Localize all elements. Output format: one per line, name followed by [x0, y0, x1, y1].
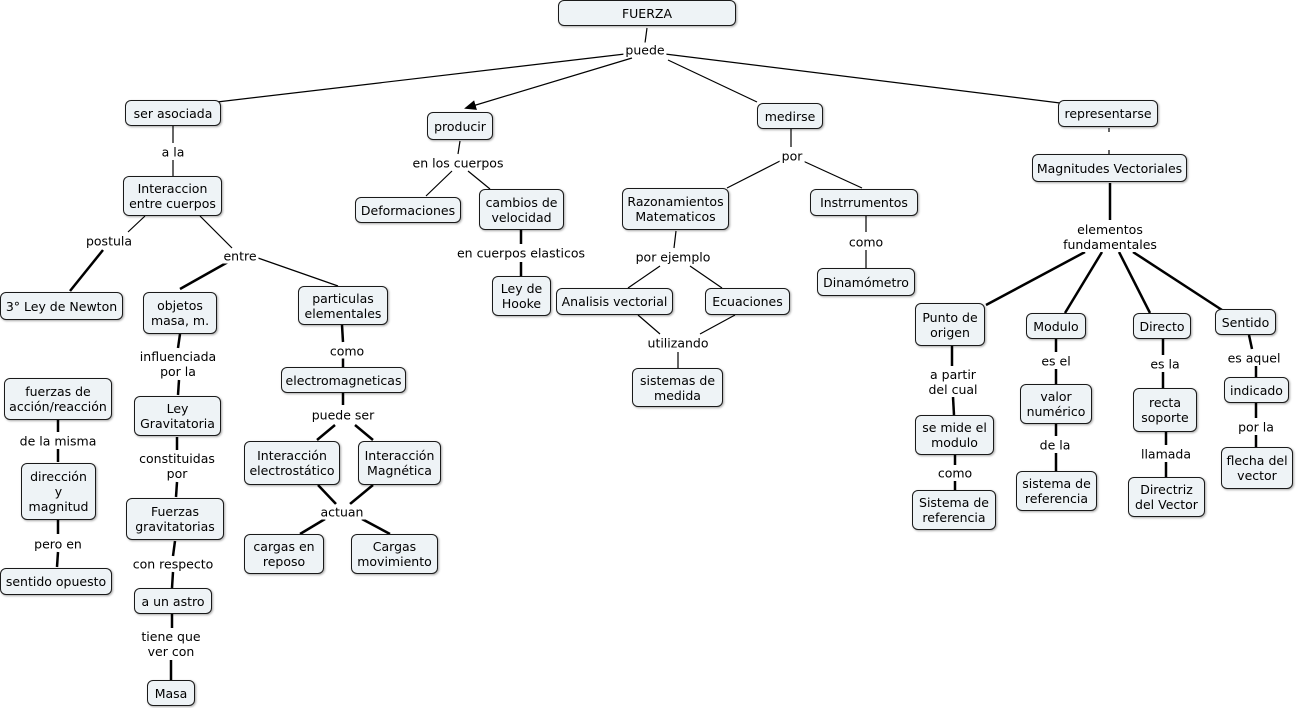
concept-fuerzas-accion-reaccion[interactable]: fuerzas de acción/reacción [4, 378, 112, 420]
link-tiene-que: tiene que ver con [139, 629, 203, 659]
concept-instrrumentos[interactable]: Instrrumentos [810, 189, 918, 216]
link-de-la: de la [1037, 437, 1073, 453]
concept-cargas-movimiento[interactable]: Cargas movimiento [351, 534, 438, 574]
concept-directo[interactable]: Directo [1133, 313, 1191, 339]
link-como-instrumentos: como [846, 234, 886, 250]
concept-deformaciones[interactable]: Deformaciones [355, 197, 461, 223]
concept-ley-gravitatoria[interactable]: Ley Gravitatoria [134, 396, 221, 436]
concept-medirse[interactable]: medirse [757, 103, 823, 129]
link-por: por [779, 148, 805, 164]
link-a-la: a la [159, 144, 187, 160]
concept-valor-numerico[interactable]: valor numérico [1020, 384, 1092, 424]
link-de-la-misma: de la misma [17, 433, 99, 449]
link-llamada: llamada [1138, 446, 1194, 462]
link-en-cuerpos-elasticos: en cuerpos elasticos [454, 245, 588, 261]
link-en-los-cuerpos: en los cuerpos [410, 155, 506, 171]
link-actuan: actuan [318, 504, 366, 520]
concept-representarse[interactable]: representarse [1058, 100, 1158, 127]
link-es-la: es la [1148, 356, 1182, 372]
link-con-respecto: con respecto [130, 556, 216, 572]
concept-tercera-ley-newton[interactable]: 3° Ley de Newton [0, 292, 123, 320]
concept-interaccion-magnetica[interactable]: Interacción Magnética [358, 441, 441, 485]
concept-recta-soporte[interactable]: recta soporte [1133, 388, 1197, 432]
link-a-partir: a partir del cual [926, 367, 980, 397]
concept-magnitudes-vectoriales[interactable]: Magnitudes Vectoriales [1032, 154, 1187, 182]
concept-sentido-opuesto[interactable]: sentido opuesto [0, 568, 112, 595]
concept-ley-hooke[interactable]: Ley de Hooke [492, 276, 551, 316]
concept-razonamientos-matematicos[interactable]: Razonamientos Matematicos [622, 188, 729, 230]
concept-ser-asociada[interactable]: ser asociada [125, 100, 221, 126]
link-como-referencia: como [935, 465, 975, 481]
link-elementos-fundamentales: elementos fundamentales [1061, 222, 1159, 252]
concept-electromagneticas[interactable]: electromagneticas [281, 367, 406, 393]
concept-objetos-masa[interactable]: objetos masa, m. [143, 292, 217, 334]
concept-analisis-vectorial[interactable]: Analisis vectorial [556, 288, 673, 315]
concept-a-un-astro[interactable]: a un astro [134, 588, 212, 614]
concept-punto-origen[interactable]: Punto de origen [915, 303, 985, 346]
concept-sistemas-medida[interactable]: sistemas de medida [632, 368, 723, 407]
concept-cambios-velocidad[interactable]: cambios de velocidad [479, 189, 564, 230]
concept-ecuaciones[interactable]: Ecuaciones [705, 288, 790, 315]
concept-indicado[interactable]: indicado [1224, 377, 1289, 403]
concept-modulo[interactable]: Modulo [1026, 313, 1086, 339]
concept-interaccion-cuerpos[interactable]: Interaccion entre cuerpos [123, 176, 222, 216]
concept-direccion-magnitud[interactable]: dirección y magnitud [21, 463, 96, 520]
concept-sistema-referencia-1[interactable]: Sistema de referencia [912, 490, 996, 530]
link-constituidas: constituidas por [137, 451, 217, 481]
concept-cargas-reposo[interactable]: cargas en reposo [244, 534, 324, 574]
link-pero-en: pero en [32, 536, 84, 552]
concept-masa[interactable]: Masa [147, 680, 195, 706]
link-por-la: por la [1236, 419, 1276, 435]
concept-se-mide-modulo[interactable]: se mide el modulo [915, 415, 994, 455]
link-puede-ser: puede ser [309, 407, 377, 423]
concept-sistema-referencia-2[interactable]: sistema de referencia [1016, 471, 1097, 511]
concept-fuerzas-gravitatorias[interactable]: Fuerzas gravitatorias [126, 498, 224, 540]
concept-sentido[interactable]: Sentido [1215, 309, 1276, 335]
link-por-ejemplo: por ejemplo [633, 249, 713, 265]
concept-producir[interactable]: producir [427, 112, 493, 140]
concept-dinamometro[interactable]: Dinamómetro [817, 268, 915, 296]
link-es-aquel: es aquel [1225, 350, 1283, 366]
link-como-particulas: como [327, 343, 367, 359]
link-utilizando: utilizando [645, 335, 711, 351]
link-puede: puede [623, 42, 667, 58]
concept-directriz-vector[interactable]: Directriz del Vector [1128, 477, 1205, 517]
link-entre: entre [221, 248, 259, 264]
concept-fuerza[interactable]: FUERZA [558, 0, 736, 26]
concept-particulas-elementales[interactable]: particulas elementales [298, 286, 388, 325]
link-influenciada: influenciada por la [137, 349, 219, 379]
concept-interaccion-electrostatico[interactable]: Interacción electrostático [244, 441, 340, 485]
link-postula: postula [83, 233, 135, 249]
concept-flecha-vector[interactable]: flecha del vector [1221, 447, 1293, 489]
link-es-el: es el [1039, 353, 1073, 369]
